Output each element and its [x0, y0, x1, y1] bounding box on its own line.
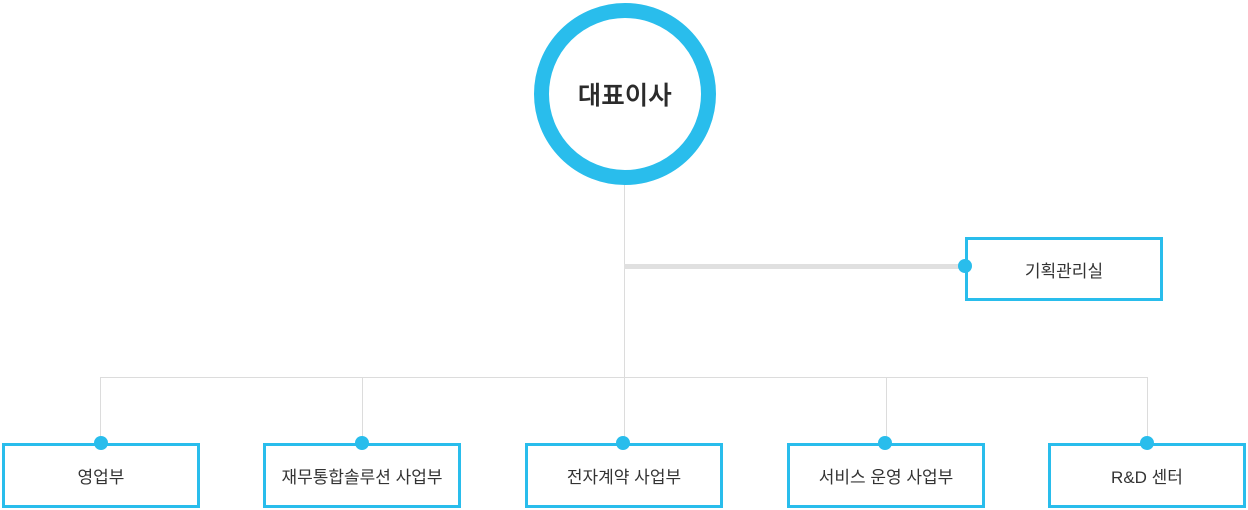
connector-dot-finance [355, 436, 369, 450]
connector-drop-finance [362, 377, 363, 443]
connector-dot-sales [94, 436, 108, 450]
connector-dot-service [878, 436, 892, 450]
dept-node-rnd-center: R&D 센터 [1048, 443, 1246, 508]
staff-label: 기획관리실 [1024, 261, 1104, 281]
dept-label: 전자계약 사업부 [566, 468, 682, 487]
dept-label: R&D 센터 [1111, 468, 1183, 487]
dept-node-e-contract: 전자계약 사업부 [525, 443, 723, 508]
dept-label: 영업부 [77, 468, 125, 487]
dept-label: 재무통합솔루션 사업부 [281, 468, 443, 487]
staff-node-planning: 기획관리실 [965, 237, 1163, 301]
connector-root-vertical [624, 183, 625, 443]
connector-dot-contract [616, 436, 630, 450]
connector-staff-horizontal [624, 264, 965, 269]
ceo-label: 대표이사 [577, 82, 672, 110]
dept-node-service-operation: 서비스 운영 사업부 [787, 443, 985, 508]
connector-dot-rnd [1140, 436, 1154, 450]
connector-drop-service [886, 377, 887, 443]
connector-departments-rail [100, 377, 1148, 378]
connector-drop-sales [100, 377, 101, 443]
dept-node-sales: 영업부 [2, 443, 200, 508]
connector-drop-rnd [1147, 377, 1148, 443]
ceo-node: 대표이사 [534, 3, 716, 185]
dept-label: 서비스 운영 사업부 [818, 468, 954, 487]
dept-node-finance-solution: 재무통합솔루션 사업부 [263, 443, 461, 508]
connector-dot-staff [958, 259, 972, 273]
